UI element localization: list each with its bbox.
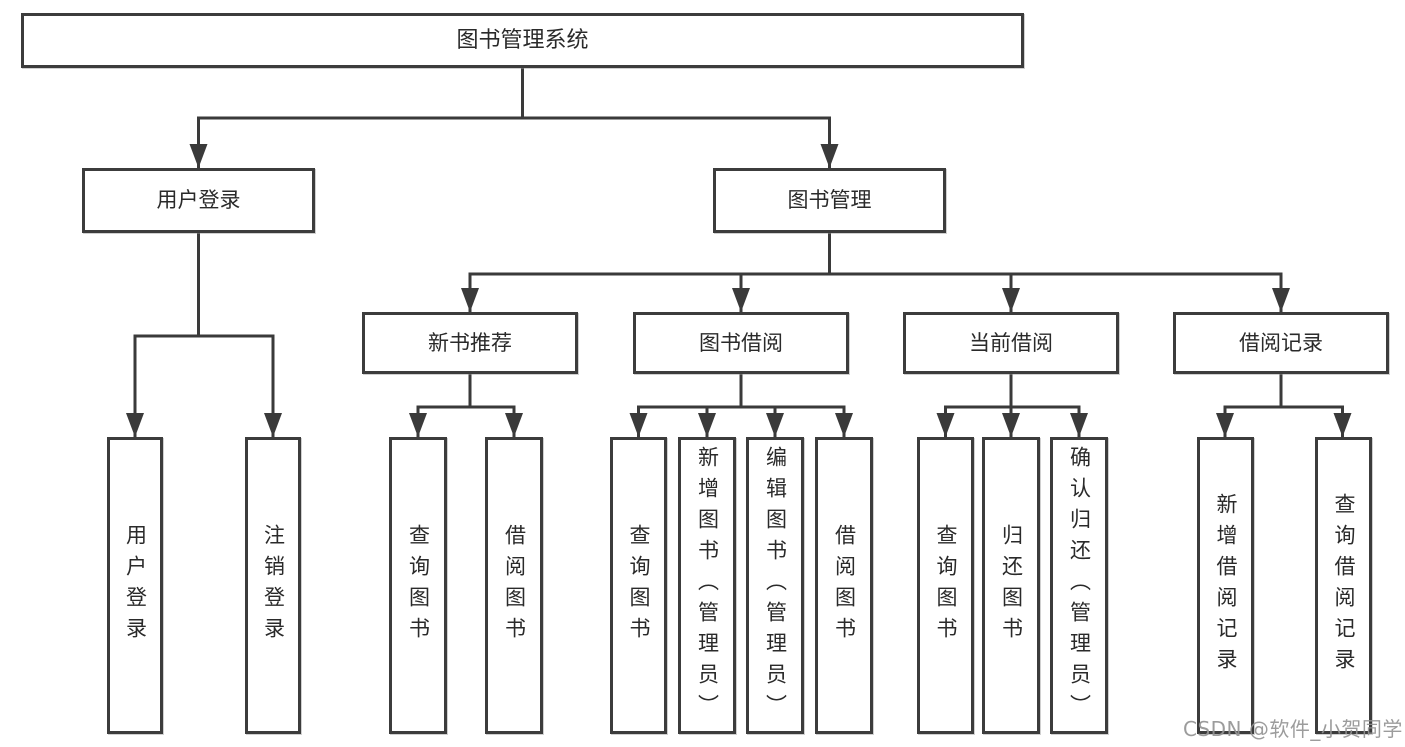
connector-login-trunk (133, 233, 275, 338)
leaf-borrow-book-2-label: 借阅图书 (832, 523, 857, 648)
node-book-borrow-label: 图书借阅 (699, 330, 783, 355)
leaf-edit-book-admin: 编辑图书（管理员） (746, 437, 804, 734)
node-root-system: 图书管理系统 (21, 13, 1024, 68)
node-user-login-label: 用户登录 (156, 188, 241, 212)
leaf-add-borrow-record: 新增借阅记录 (1197, 437, 1254, 734)
leaf-query-book-1: 查询图书 (389, 437, 447, 734)
leaf-borrow-book-2: 借阅图书 (815, 437, 873, 734)
leaf-query-borrow-record-label: 查询借阅记录 (1332, 492, 1356, 679)
connector-records-trunk (1223, 374, 1344, 409)
leaf-return-book: 归还图书 (982, 437, 1040, 734)
leaf-query-book-2-label: 查询图书 (627, 523, 651, 648)
leaf-add-book-admin: 新增图书（管理员） (678, 437, 736, 734)
leaf-query-book-1-label: 查询图书 (406, 523, 431, 648)
node-new-book-rec: 新书推荐 (362, 312, 578, 374)
leaf-query-book-2: 查询图书 (610, 437, 667, 734)
node-root-system-label: 图书管理系统 (456, 27, 589, 53)
leaf-edit-book-admin-label: 编辑图书（管理员） (763, 446, 788, 725)
csdn-watermark: CSDN @软件_小贺同学 (1183, 717, 1403, 741)
leaf-borrow-book-1: 借阅图书 (485, 437, 543, 734)
node-user-login: 用户登录 (82, 168, 315, 233)
leaf-borrow-book-1-label: 借阅图书 (502, 523, 527, 648)
node-book-mgmt-label: 图书管理 (787, 188, 872, 212)
leaf-confirm-return-admin: 确认归还（管理员） (1050, 437, 1108, 734)
node-book-borrow: 图书借阅 (633, 312, 849, 374)
leaf-user-login-label: 用户登录 (123, 523, 148, 648)
leaf-logout: 注销登录 (245, 437, 301, 734)
connector-root-trunk (197, 68, 831, 120)
leaf-logout-label: 注销登录 (261, 523, 286, 648)
node-new-book-rec-label: 新书推荐 (428, 330, 512, 355)
leaf-add-borrow-record-label: 新增借阅记录 (1214, 492, 1238, 679)
connector-rec-trunk (416, 374, 516, 409)
node-current-borrow: 当前借阅 (903, 312, 1119, 374)
node-book-mgmt: 图书管理 (713, 168, 946, 233)
connector-mgmt-trunk (468, 233, 1283, 276)
connector-borrow-trunk (637, 374, 846, 409)
leaf-user-login: 用户登录 (107, 437, 163, 734)
leaf-query-borrow-record: 查询借阅记录 (1315, 437, 1372, 734)
node-borrow-records: 借阅记录 (1173, 312, 1389, 374)
leaf-query-book-3-label: 查询图书 (934, 523, 958, 648)
node-borrow-records-label: 借阅记录 (1239, 330, 1323, 355)
leaf-add-book-admin-label: 新增图书（管理员） (695, 446, 720, 725)
leaf-confirm-return-admin-label: 确认归还（管理员） (1067, 446, 1092, 725)
leaf-return-book-label: 归还图书 (999, 523, 1024, 648)
leaf-query-book-3: 查询图书 (917, 437, 974, 734)
node-current-borrow-label: 当前借阅 (969, 330, 1053, 355)
connector-current-trunk (944, 374, 1081, 409)
